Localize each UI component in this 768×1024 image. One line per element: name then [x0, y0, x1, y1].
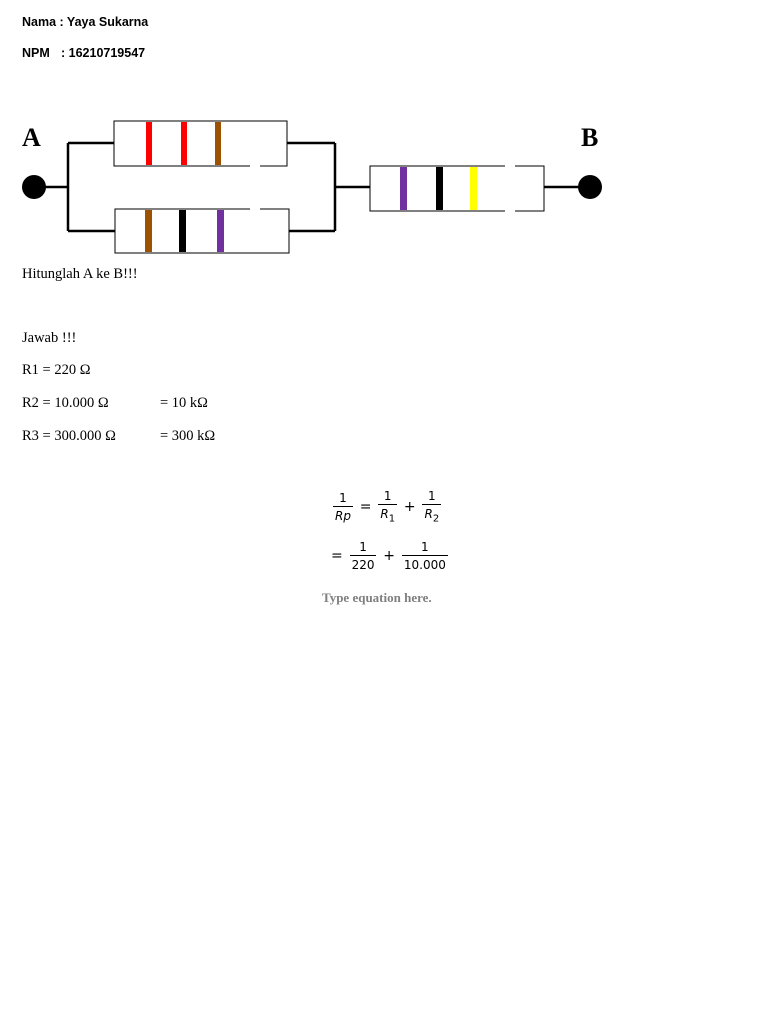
fraction-1-over-10000: 1 10.000 — [401, 540, 448, 572]
fraction-1-over-220: 1 220 — [349, 540, 377, 572]
r1-value: R1 = 220 Ω — [22, 362, 91, 378]
circuit-svg — [22, 120, 602, 254]
resistor-r2-band-1 — [145, 210, 152, 252]
fraction-denominator: 10.000 — [403, 558, 446, 572]
equation-line-1: 1 Rp = 1 R1 + 1 R2 — [333, 489, 442, 524]
fraction-1-over-r1: 1 R1 — [378, 489, 398, 524]
r-symbol: R — [424, 507, 433, 521]
fraction-denominator: Rp — [333, 507, 353, 523]
resistor-r1-band-2 — [181, 122, 187, 165]
fraction-denominator: 220 — [351, 558, 375, 572]
fraction-numerator: 1 — [401, 540, 448, 556]
fraction-numerator: 1 — [378, 489, 398, 505]
node-a-label: A — [22, 123, 41, 152]
rp-symbol: Rp — [335, 508, 351, 523]
subscript-2: 2 — [432, 513, 440, 525]
resistor-r3-body — [369, 165, 545, 212]
resistor-r1-gap — [250, 163, 260, 168]
resistor-r2-band-2 — [179, 210, 186, 252]
r-symbol: R — [380, 507, 389, 521]
circuit-diagram — [0, 110, 768, 260]
resistor-r1-band-3 — [215, 122, 221, 165]
r2-value: R2 = 10.000 Ω — [22, 395, 109, 411]
equals-sign: = — [331, 548, 343, 564]
answer-heading: Jawab !!! — [22, 330, 77, 346]
terminal-b-dot — [578, 175, 602, 199]
question-text: Hitunglah A ke B!!! — [22, 266, 138, 282]
npm-label: NPM — [22, 46, 50, 60]
plus-sign: + — [383, 548, 396, 564]
fraction-denominator: R2 — [422, 505, 441, 524]
node-b-label: B — [581, 123, 599, 152]
resistor-r2-band-3 — [217, 210, 224, 252]
fraction-numerator: 1 — [349, 540, 377, 556]
terminal-a-dot — [22, 175, 46, 199]
resistor-r2 — [114, 207, 290, 254]
resistor-r1-body — [113, 120, 288, 167]
r3-kilo-value: = 300 kΩ — [160, 428, 216, 444]
plus-sign: + — [403, 498, 416, 515]
equals-sign: = — [359, 498, 372, 515]
fraction-1-over-r2: 1 R2 — [422, 489, 442, 524]
fraction-denominator: R1 — [378, 505, 397, 524]
equation-line-2: = 1 220 + 1 10.000 — [328, 540, 448, 572]
resistor-r2-gap — [250, 207, 260, 212]
resistor-r3-band-1 — [400, 167, 407, 210]
resistor-r3-gap-top — [505, 164, 515, 169]
subscript-1: 1 — [388, 513, 396, 525]
r3-value: R3 = 300.000 Ω — [22, 428, 116, 444]
fraction-numerator: 1 — [422, 489, 442, 505]
wires — [34, 141, 590, 233]
fraction-1-over-rp: 1 Rp — [333, 491, 353, 523]
name-label: Nama : Yaya Sukarna — [22, 15, 149, 29]
resistor-r2-body — [114, 208, 290, 254]
r2-kilo-value: = 10 kΩ — [160, 395, 208, 411]
resistor-r3-gap-bottom — [505, 208, 515, 213]
equation-placeholder[interactable]: Type equation here. — [322, 590, 432, 605]
resistor-r3 — [369, 164, 545, 213]
resistor-r3-band-3 — [470, 167, 477, 210]
npm-value: : 16210719547 — [61, 46, 146, 60]
fraction-numerator: 1 — [333, 491, 353, 507]
resistor-r3-band-2 — [436, 167, 443, 210]
resistor-r1 — [113, 120, 288, 168]
resistor-r1-band-1 — [146, 122, 152, 165]
